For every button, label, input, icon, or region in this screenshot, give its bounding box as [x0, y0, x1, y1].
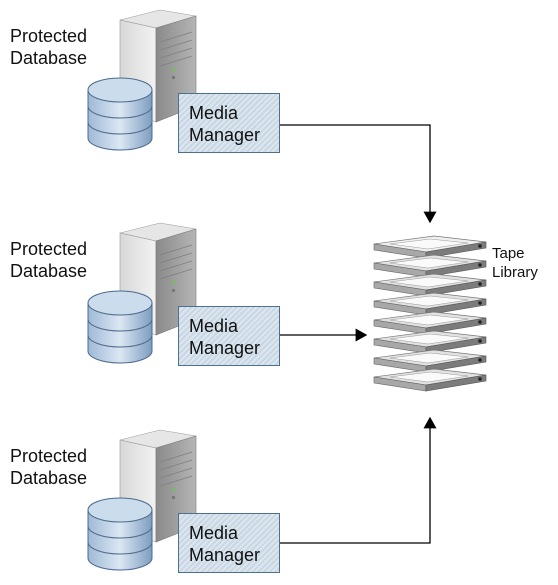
protected-database-node-1: Protected Database — [0, 0, 300, 165]
tape-slot — [373, 368, 487, 392]
node-label: Protected Database — [10, 25, 87, 69]
tape-slot — [373, 330, 487, 354]
protected-database-node-3: Protected Database — [0, 420, 300, 585]
node-label-line2: Database — [10, 48, 88, 68]
media-manager-box: Media Manager — [178, 93, 280, 153]
media-manager-line1: Media — [189, 523, 239, 543]
media-manager-line2: Manager — [189, 125, 261, 145]
node-label-line1: Protected — [10, 446, 88, 466]
node-label-line1: Protected — [10, 26, 88, 46]
node-label-line2: Database — [10, 468, 88, 488]
tape-slot — [373, 235, 487, 259]
media-manager-line2: Manager — [189, 338, 261, 358]
tape-library-label-line1: Tape — [492, 245, 525, 262]
tape-slot — [373, 349, 487, 373]
connector-top — [280, 124, 437, 224]
tape-library-label: Tape Library — [492, 244, 538, 282]
tape-library-label-line2: Library — [492, 264, 538, 281]
database-cylinder-icon — [87, 497, 153, 571]
tape-slot — [373, 254, 487, 278]
connector-bottom — [280, 416, 437, 544]
media-manager-line1: Media — [189, 316, 239, 336]
media-manager-box: Media Manager — [178, 513, 280, 573]
media-manager-line2: Manager — [189, 545, 261, 565]
tape-slot — [373, 311, 487, 335]
tape-slot — [373, 292, 487, 316]
tape-library-icon — [373, 235, 487, 392]
connector-lines — [280, 124, 437, 544]
media-manager-line1: Media — [189, 103, 239, 123]
node-label-line2: Database — [10, 261, 88, 281]
node-label-line1: Protected — [10, 239, 88, 259]
node-label: Protected Database — [10, 238, 87, 282]
database-cylinder-icon — [87, 77, 153, 151]
node-label: Protected Database — [10, 445, 87, 489]
media-manager-box: Media Manager — [178, 306, 280, 366]
database-cylinder-icon — [87, 290, 153, 364]
tape-slot — [373, 273, 487, 297]
protected-database-node-2: Protected Database — [0, 213, 300, 378]
